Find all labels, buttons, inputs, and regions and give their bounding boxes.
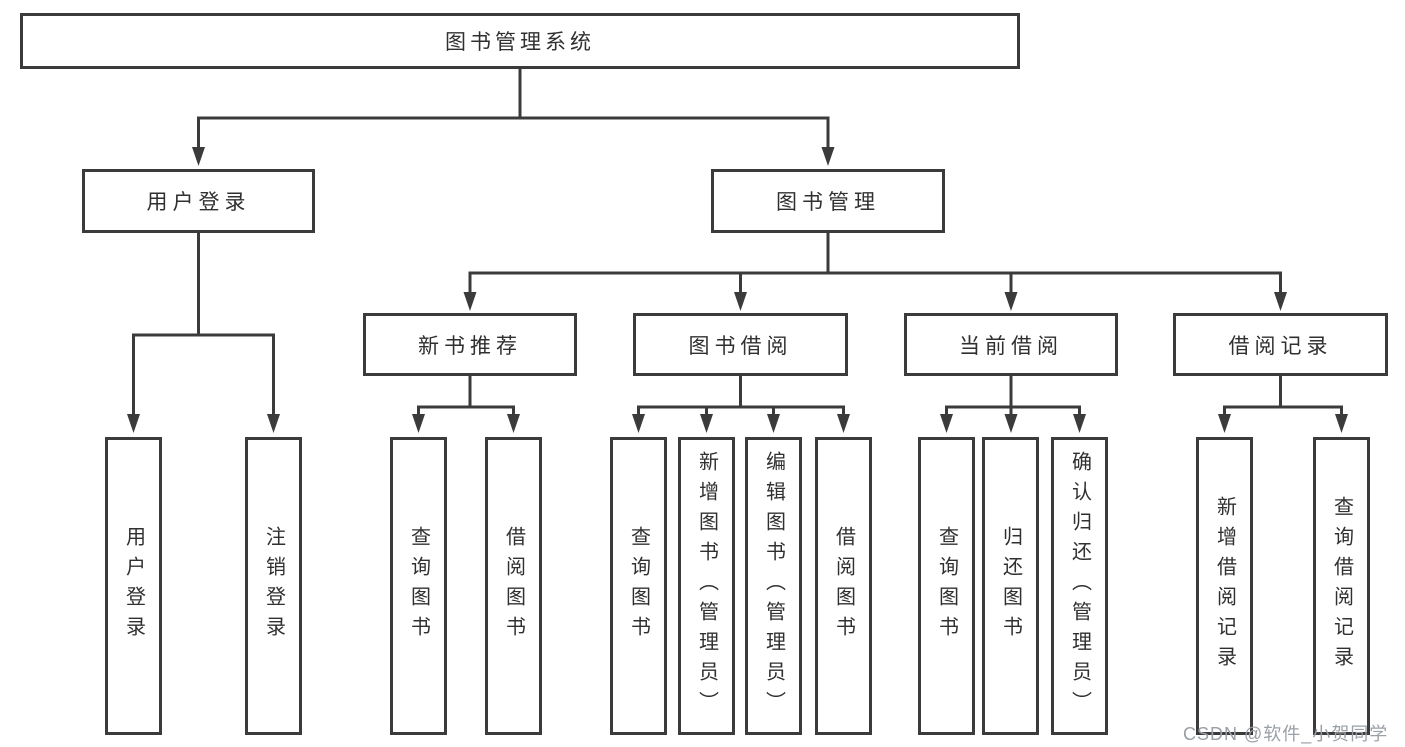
node-label: 当前借阅: [959, 334, 1063, 358]
node-label: 图书管理: [776, 191, 880, 214]
node-label: 借阅图书: [832, 526, 855, 646]
node-label: 归还图书: [999, 526, 1022, 646]
connector-borrowing-records-children: [1218, 376, 1348, 433]
leaf-add-borrow-record: 新增借阅记录: [1196, 437, 1253, 735]
leaf-add-book-admin: 新增图书（管理员）: [678, 437, 735, 735]
node-label: 查询图书: [407, 526, 430, 646]
node-library-management-system: 图书管理系统: [20, 13, 1020, 69]
node-book-management: 图书管理: [711, 169, 945, 233]
leaf-borrow-books-recommend: 借阅图书: [485, 437, 542, 735]
connector-new-book-children: [412, 376, 520, 433]
node-label: 借阅图书: [502, 526, 525, 646]
connector-root-children: [192, 69, 835, 166]
leaf-edit-book-admin: 编辑图书（管理员）: [745, 437, 802, 735]
node-new-book-recommendation: 新书推荐: [363, 313, 577, 376]
node-current-borrowing: 当前借阅: [904, 313, 1118, 376]
csdn-watermark: CSDN @软件_小贺同学: [1183, 724, 1389, 744]
leaf-query-books-current: 查询图书: [918, 437, 975, 735]
leaf-query-borrow-record: 查询借阅记录: [1313, 437, 1370, 735]
node-user-login: 用户登录: [82, 169, 315, 233]
leaf-logout-login: 注销登录: [245, 437, 302, 735]
connector-user-login-children: [127, 233, 280, 433]
node-label: 注销登录: [262, 526, 285, 646]
connector-current-borrowing-children: [940, 376, 1086, 433]
leaf-borrow-books-borrowing: 借阅图书: [815, 437, 872, 735]
node-label: 查询借阅记录: [1330, 496, 1353, 676]
connector-book-management-children: [463, 233, 1287, 311]
node-label: 新增借阅记录: [1213, 496, 1236, 676]
node-book-borrowing: 图书借阅: [633, 313, 848, 376]
node-label: 用户登录: [122, 526, 145, 646]
node-label: 编辑图书（管理员）: [762, 451, 785, 721]
node-label: 图书借阅: [688, 334, 793, 358]
node-label: 查询图书: [935, 526, 958, 646]
node-label: 用户登录: [146, 191, 251, 214]
connector-book-borrowing-children: [632, 376, 850, 433]
node-label: 查询图书: [627, 526, 650, 646]
node-label: 图书管理系统: [445, 31, 595, 54]
node-label: 新增图书（管理员）: [695, 451, 718, 721]
leaf-user-login: 用户登录: [105, 437, 162, 735]
node-borrowing-records: 借阅记录: [1173, 313, 1388, 376]
leaf-confirm-return-admin: 确认归还（管理员）: [1051, 437, 1108, 735]
leaf-query-books-borrowing: 查询图书: [610, 437, 667, 735]
node-label: 借阅记录: [1228, 334, 1333, 358]
node-label: 确认归还（管理员）: [1068, 451, 1091, 721]
leaf-query-books-recommend: 查询图书: [390, 437, 447, 735]
node-label: 新书推荐: [418, 334, 522, 358]
leaf-return-books: 归还图书: [982, 437, 1039, 735]
